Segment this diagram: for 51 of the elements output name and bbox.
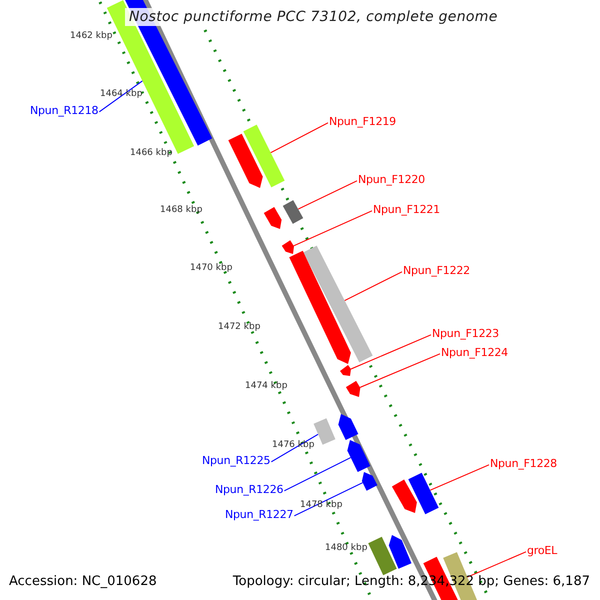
leader-line xyxy=(360,353,440,388)
gene-label: Npun_F1223 xyxy=(432,327,499,340)
gene-label: Npun_R1226 xyxy=(215,483,284,496)
leader-line xyxy=(344,271,402,302)
gene-label: Npun_F1228 xyxy=(490,457,557,470)
tick-label: 1470 kbp xyxy=(190,263,232,274)
tick-label: 1464 kbp xyxy=(100,89,142,100)
gene-block xyxy=(303,246,373,362)
gene-label: Npun_R1218 xyxy=(30,104,98,117)
gene-block xyxy=(346,380,360,397)
leader-line xyxy=(270,434,319,462)
gene-label: Npun_F1220 xyxy=(358,173,425,186)
leader-line xyxy=(466,551,526,578)
tick-label: 1466 kbp xyxy=(130,148,172,159)
tick-label: 1480 kbp xyxy=(325,543,368,554)
gene-block xyxy=(362,472,378,491)
leader-line xyxy=(430,464,490,491)
leader-line xyxy=(98,80,143,112)
leader-line xyxy=(350,334,432,370)
leader-line xyxy=(293,210,372,246)
gene-label: Npun_R1225 xyxy=(202,454,270,467)
leader-line xyxy=(270,122,328,154)
gene-block xyxy=(392,480,417,513)
gene-block xyxy=(388,535,412,569)
gene-block xyxy=(264,207,282,229)
gene-block xyxy=(314,418,336,445)
accession-text: Accession: NC_010628 xyxy=(9,574,157,590)
gene-label: groEL xyxy=(527,544,558,557)
gene-label: Npun_R1227 xyxy=(225,508,294,521)
gene-block xyxy=(282,240,294,254)
tick-label: 1468 kbp xyxy=(160,205,202,216)
gene-label: Npun_F1219 xyxy=(329,115,396,128)
tick-label: 1462 kbp xyxy=(70,31,112,42)
tick-label: 1472 kbp xyxy=(218,322,260,333)
leader-line xyxy=(298,180,358,210)
gene-label: Npun_F1221 xyxy=(373,203,440,216)
leader-line xyxy=(284,457,352,492)
gene-label: Npun_F1222 xyxy=(403,264,470,277)
gene-block xyxy=(282,200,304,224)
genome-info-text: Topology: circular; Length: 8,234,322 bp; Genes: 6,187 xyxy=(232,574,590,590)
gene-block xyxy=(408,472,439,514)
gene-block xyxy=(289,250,351,364)
gene-block xyxy=(228,134,263,188)
gene-block xyxy=(368,536,397,576)
gene-label: Npun_F1224 xyxy=(441,346,508,359)
leader-line xyxy=(294,482,364,516)
tick-label: 1476 kbp xyxy=(272,440,314,451)
gene-block xyxy=(243,124,285,188)
tick-label: 1474 kbp xyxy=(245,381,288,392)
gene-block xyxy=(338,414,358,440)
gene-block xyxy=(347,440,370,472)
